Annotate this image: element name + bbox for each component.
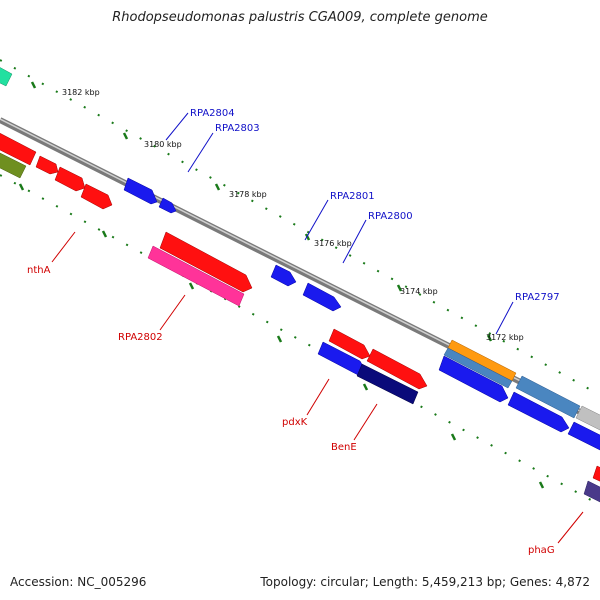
- major-tick-marks: [18, 81, 545, 489]
- gene-blue-right-a: [438, 355, 509, 403]
- genome-summary-text: Topology: circular; Length: 5,459,213 bp…: [260, 575, 590, 589]
- gene-teal-left: [0, 67, 13, 87]
- kbp-label-3180: 3180 kbp: [144, 140, 182, 149]
- gene-rpa2800: [302, 282, 342, 312]
- gene-blue-right-c: [567, 421, 600, 451]
- gene-olive-left: [0, 152, 27, 179]
- gene-rpa2803: [158, 197, 177, 214]
- gene-red-mid-b: [366, 348, 428, 390]
- gene-label-rpa2804: RPA2804: [190, 108, 235, 119]
- gene-label-rpa2800: RPA2800: [368, 211, 413, 222]
- gene-red-long: [159, 231, 253, 293]
- gene-label-nthA: nthA: [27, 265, 51, 276]
- gene-phaG: [592, 465, 600, 482]
- gene-label-phaG: phaG: [528, 545, 555, 556]
- gene-red-upper-left: [0, 132, 37, 166]
- gene-red-c: [80, 183, 113, 210]
- gene-red-mid-a: [328, 328, 371, 360]
- gene-blue-right-b: [507, 391, 570, 433]
- gene-label-BenE: BenE: [331, 442, 357, 453]
- kbp-label-3182: 3182 kbp: [62, 88, 100, 97]
- kbp-label-3178: 3178 kbp: [229, 190, 267, 199]
- map-title: Rhodopseudomonas palustris CGA009, compl…: [112, 10, 488, 25]
- gene-label-rpa2801: RPA2801: [330, 191, 375, 202]
- gene-rpa2804: [123, 177, 158, 205]
- gene-red-a: [35, 155, 59, 175]
- gene-purple-edge: [583, 480, 600, 503]
- gene-gray-right: [575, 405, 600, 431]
- gene-BenE: [356, 363, 419, 405]
- gene-label-rpa2802: RPA2802: [118, 332, 163, 343]
- accession-text: Accession: NC_005296: [10, 575, 147, 589]
- gene-label-rpa2803: RPA2803: [215, 123, 260, 134]
- gene-rpa2801: [270, 264, 297, 287]
- kbp-label-3176: 3176 kbp: [314, 239, 352, 248]
- tick-track-outer: [0, 59, 600, 396]
- gene-label-rpa2797: RPA2797: [515, 292, 560, 303]
- leader-lines: [51, 112, 584, 544]
- gene-red-b: [54, 166, 86, 192]
- gene-label-pdxK: pdxK: [282, 417, 308, 428]
- kbp-label-3174: 3174 kbp: [400, 287, 438, 296]
- gene-steel-b: [515, 375, 581, 419]
- gene-rpa2802: [147, 245, 245, 307]
- gene-steel-a: [443, 347, 513, 389]
- gene-features: [0, 67, 600, 503]
- kbp-label-3172: 3172 kbp: [486, 333, 524, 342]
